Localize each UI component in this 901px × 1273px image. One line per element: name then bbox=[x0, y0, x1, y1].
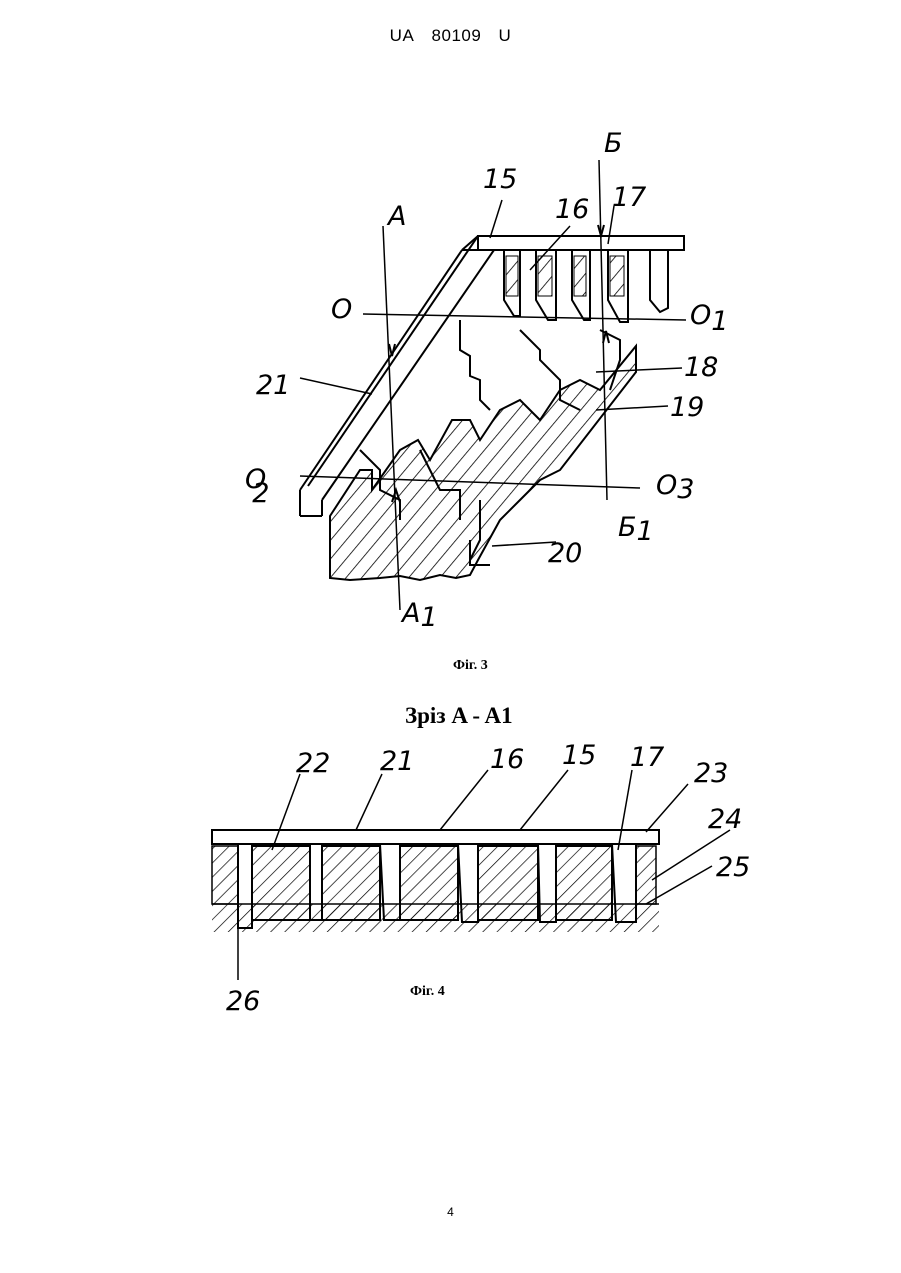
fig4-label-25: 25 bbox=[716, 852, 750, 883]
label-A: A bbox=[386, 201, 406, 232]
label-19: 19 bbox=[670, 392, 704, 423]
section-title: Зріз A - A1 bbox=[405, 703, 513, 729]
label-B1: Б1 bbox=[618, 512, 654, 547]
label-15: 15 bbox=[483, 164, 517, 195]
page-number: 4 bbox=[0, 1205, 901, 1219]
label-O2: O2 bbox=[245, 464, 269, 509]
figure-4-caption: Фіг. 4 bbox=[410, 984, 445, 1000]
fig4-label-24: 24 bbox=[708, 804, 742, 835]
fig4-label-22: 22 bbox=[296, 748, 330, 779]
figure-3-caption: Фіг. 3 bbox=[453, 658, 488, 674]
fig4-label-16: 16 bbox=[490, 744, 524, 775]
label-B: Б bbox=[604, 128, 623, 159]
label-O: O bbox=[331, 294, 352, 325]
label-20: 20 bbox=[548, 538, 582, 569]
top-plate-15 bbox=[462, 236, 684, 250]
stepped-body bbox=[330, 320, 636, 580]
label-O1: O1 bbox=[690, 300, 728, 337]
label-16: 16 bbox=[555, 194, 589, 225]
label-17: 17 bbox=[612, 182, 646, 213]
fig4-label-21: 21 bbox=[380, 746, 414, 777]
label-O3: O3 bbox=[656, 470, 694, 505]
label-21: 21 bbox=[256, 370, 290, 401]
fig4-label-17: 17 bbox=[630, 742, 664, 773]
comb-teeth-16 bbox=[504, 250, 668, 322]
label-A1: A1 bbox=[400, 598, 438, 633]
fig4-label-26: 26 bbox=[226, 986, 260, 1017]
fig4-label-15: 15 bbox=[562, 740, 596, 771]
label-18: 18 bbox=[684, 352, 718, 383]
fig4-label-23: 23 bbox=[694, 758, 728, 789]
hatched-cores bbox=[252, 846, 612, 920]
figure-3-drawing: 15 16 17 18 19 20 21 A Б O O1 O2 O3 Б1 A… bbox=[0, 0, 901, 650]
figure-4-drawing: 22 21 16 15 17 23 24 25 26 bbox=[0, 740, 901, 1030]
